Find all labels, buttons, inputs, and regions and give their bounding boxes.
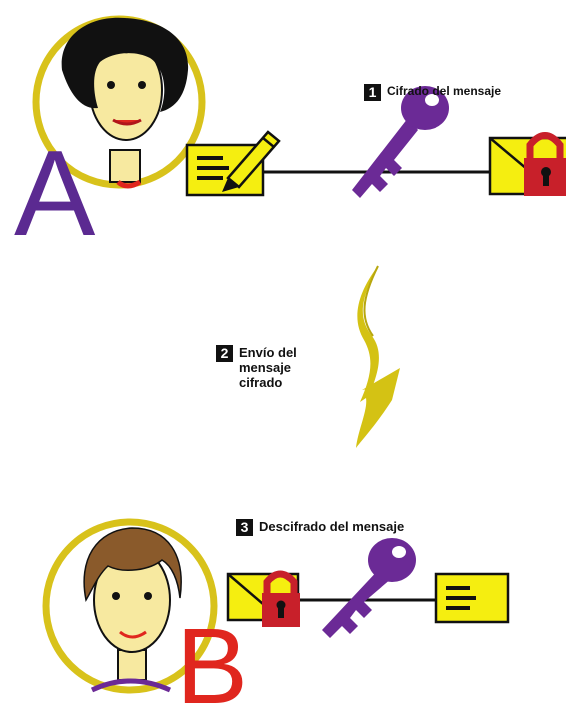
- receiver-letter: B: [176, 605, 249, 726]
- lock-icon: [262, 570, 300, 627]
- key-icon: [322, 538, 416, 638]
- pencil-icon: [222, 130, 281, 192]
- step-1-number: 1: [364, 84, 381, 101]
- step-3-label: Descifrado del mensaje: [259, 519, 405, 534]
- encryption-diagram: A B 1 Cifrado del mensaje 2 Envío del me…: [14, 15, 566, 720]
- step-3-number: 3: [236, 519, 253, 536]
- step-1: 1 Cifrado del mensaje: [364, 84, 501, 101]
- arrow-icon: [356, 265, 400, 448]
- key-icon: [352, 86, 449, 198]
- diagram-canvas: [32, 15, 566, 694]
- sender-letter: A: [14, 125, 96, 261]
- step-2: 2 Envío del mensaje cifrado: [216, 345, 297, 390]
- step-2-number: 2: [216, 345, 233, 362]
- receiver-avatar: [42, 518, 218, 694]
- step-1-label: Cifrado del mensaje: [387, 84, 502, 98]
- lock-icon: [524, 132, 566, 196]
- document-icon: [434, 572, 510, 624]
- step-3: 3 Descifrado del mensaje: [236, 519, 404, 536]
- step-2-label: Envío del mensaje cifrado: [239, 345, 297, 390]
- sender-avatar: [32, 15, 206, 189]
